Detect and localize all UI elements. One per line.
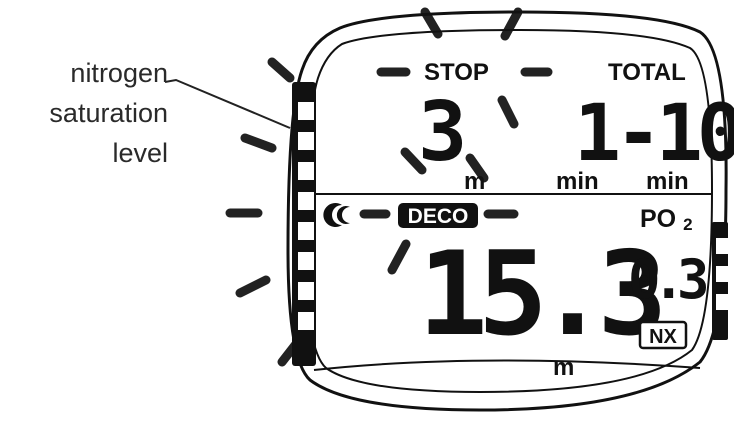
device-outline [286, 10, 728, 412]
stop-depth-unit: m [464, 168, 485, 195]
blink-ray [235, 275, 271, 298]
stop-depth-value: 3 [418, 85, 467, 180]
right-side-bar [712, 222, 728, 340]
nx-badge-frame [638, 320, 688, 350]
total-label: TOTAL [608, 59, 686, 86]
screen-bottom-curve [313, 359, 701, 371]
callout-label-saturation: saturation [49, 98, 168, 128]
right-bar-segment [716, 266, 728, 282]
nitrogen-bar-segment [298, 312, 314, 330]
blink-rays [225, 7, 553, 367]
stop-time-unit: min [556, 168, 599, 195]
po2-value: 0.3 [628, 248, 706, 311]
blink-ray [465, 153, 489, 183]
nitrogen-bar-segment [298, 282, 314, 300]
blink-ray [400, 147, 427, 175]
blink-ray [500, 7, 523, 41]
total-time-unit: min [646, 168, 689, 195]
right-bar-segment [716, 238, 728, 254]
nitrogen-bar-segment [298, 252, 314, 270]
deco-badge-bg [398, 203, 478, 228]
current-depth-value: 15.3 [418, 227, 661, 362]
blink-ray [387, 239, 411, 275]
callout-leader-line [164, 78, 291, 129]
nitrogen-bar-segment [298, 132, 314, 150]
current-depth-unit: m [553, 354, 574, 381]
po2-label-text: PO [640, 205, 676, 233]
blink-ray [497, 95, 519, 129]
nitrogen-bar-segment [298, 162, 314, 180]
moon-icon [323, 203, 350, 228]
nitrogen-bar-segment [298, 102, 314, 120]
right-bar-segment [716, 294, 728, 310]
total-time-value: 1-10 [574, 89, 734, 179]
callout-label-level: level [112, 138, 168, 168]
deco-badge: DECO [408, 205, 469, 228]
blink-ray [267, 57, 295, 83]
blink-ray [240, 133, 277, 153]
nitrogen-bar-segment [298, 192, 314, 210]
po2-subscript: 2 [683, 215, 692, 234]
nitrogen-saturation-bar [292, 82, 316, 366]
nitrogen-bar-segment [298, 222, 314, 240]
nx-badge: NX [649, 326, 677, 348]
stop-label: STOP [424, 59, 489, 86]
callout-label-nitrogen: nitrogen [70, 58, 168, 88]
po2-label: PO 2 [640, 205, 693, 234]
